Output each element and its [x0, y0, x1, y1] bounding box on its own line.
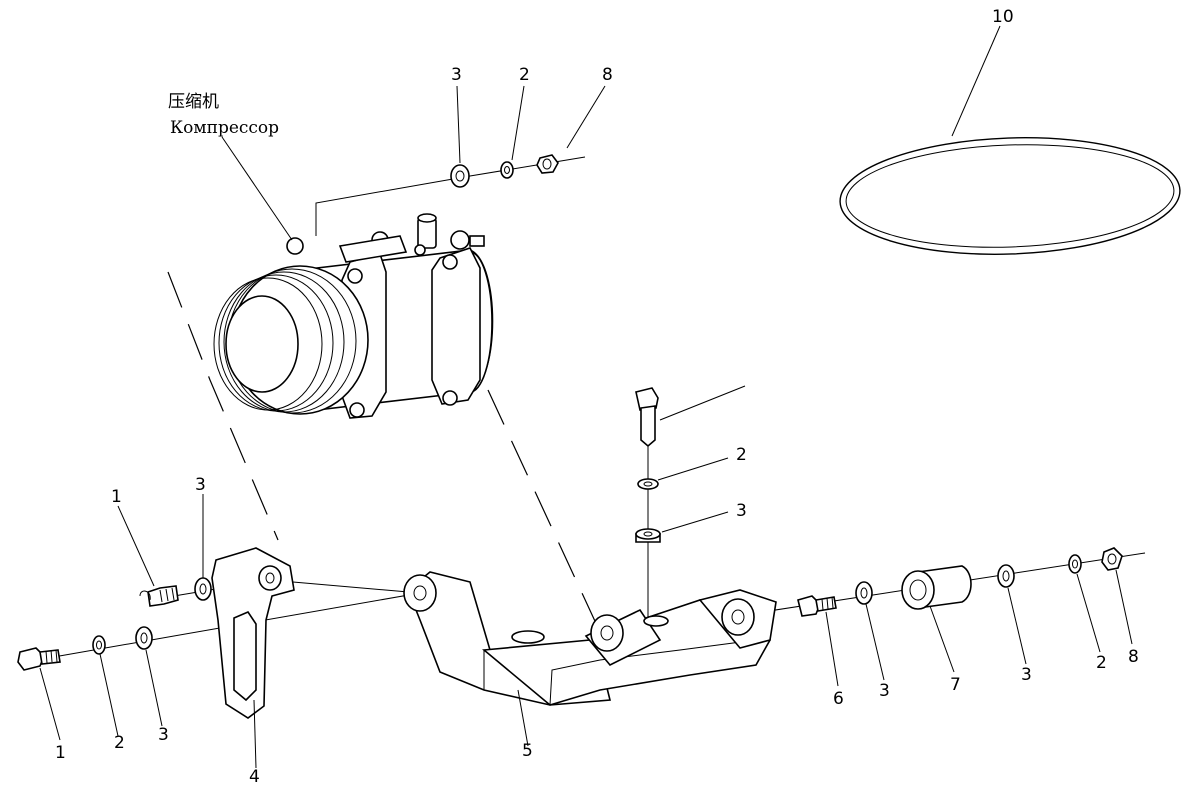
callout-r3b: 3: [1021, 665, 1032, 685]
upper-axis-line-b: [269, 579, 421, 594]
callout-r3a: 3: [879, 681, 890, 701]
leader-top-8: [566, 85, 606, 149]
callout-v3: 3: [736, 501, 747, 521]
rear-lockwasher-2: [1068, 554, 1082, 574]
leader-r8: [1115, 569, 1133, 645]
drive-belt: [839, 137, 1181, 255]
callout-bot-1: 1: [55, 743, 66, 763]
front-bolt-1: [17, 647, 61, 671]
rear-washer-3a: [855, 581, 873, 605]
leader-compressor: [221, 136, 293, 241]
vertical-bolt: [635, 387, 659, 448]
vertical-lockwasher-2: [637, 478, 659, 490]
align-line-center: [487, 389, 601, 633]
front-washer-3: [135, 626, 153, 650]
caption-ru: Компрессор: [170, 118, 279, 138]
upper-washer-3: [194, 577, 212, 601]
caption-cn: 压缩机: [168, 92, 219, 112]
top-washer-3: [450, 164, 470, 188]
top-lockwasher-2: [500, 161, 514, 179]
callout-left-3: 3: [195, 475, 206, 495]
leader-r3b: [1007, 587, 1027, 665]
callout-bot-3: 3: [158, 725, 169, 745]
callout-bot-4: 4: [249, 767, 260, 787]
leader-v3: [661, 511, 729, 533]
leader-bot-3: [145, 649, 163, 727]
rear-washer-3b: [997, 564, 1015, 588]
leader-r7: [929, 605, 955, 673]
callout-bot-5: 5: [522, 741, 533, 761]
callout-left-1: 1: [111, 487, 122, 507]
callout-10: 10: [992, 7, 1014, 27]
leader-top-3: [456, 85, 461, 164]
spacer-7: [901, 565, 972, 610]
leader-10: [951, 25, 1001, 137]
leader-r3a: [865, 603, 885, 681]
callout-bot-2: 2: [114, 733, 125, 753]
callout-r8: 8: [1128, 647, 1139, 667]
callout-r6: 6: [833, 689, 844, 709]
callout-r2: 2: [1096, 653, 1107, 673]
callout-top-8: 8: [602, 65, 613, 85]
rear-bolt-6: [797, 595, 837, 617]
leader-r6: [825, 611, 839, 687]
callout-top-3: 3: [451, 65, 462, 85]
leader-bot-1: [39, 667, 61, 741]
leader-r2: [1076, 573, 1101, 653]
compressor: [213, 213, 494, 419]
callout-top-2: 2: [519, 65, 530, 85]
top-axis-line: [315, 156, 586, 236]
leader-4: [253, 699, 257, 769]
align-line-left: [167, 271, 279, 541]
rear-nut-8: [1101, 547, 1123, 571]
top-nut-8: [536, 154, 559, 174]
callout-r7: 7: [950, 675, 961, 695]
leader-top-2: [511, 85, 525, 161]
adjusting-arm: [211, 547, 295, 719]
front-lockwasher-2: [92, 635, 106, 655]
vertical-washer-3: [635, 528, 661, 543]
leader-5: [517, 689, 529, 747]
leader-bot-2: [99, 653, 119, 737]
leader-bolt-top: [659, 385, 746, 421]
upper-bolt-1: [139, 585, 179, 607]
callout-v2: 2: [736, 445, 747, 465]
mounting-bracket: [403, 571, 777, 706]
leader-v2: [657, 457, 729, 481]
leader-left-1a: [117, 505, 155, 587]
